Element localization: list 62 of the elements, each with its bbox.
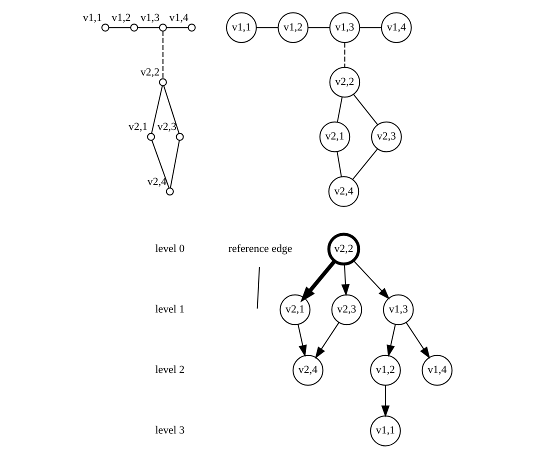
connector <box>151 85 163 134</box>
connector <box>256 266 260 310</box>
node-circle <box>176 132 184 141</box>
arrow <box>341 264 350 296</box>
node-circle <box>166 188 174 196</box>
node-text: reference edge <box>228 242 292 255</box>
arrow <box>353 260 390 300</box>
arrow <box>300 260 336 302</box>
label: level 2 <box>155 364 185 376</box>
node-circle: v2,4 <box>328 176 360 207</box>
node-circle: v1,3 <box>382 294 414 326</box>
node-circle: v2,4 <box>292 354 324 386</box>
label: level 1 <box>155 304 185 316</box>
node-circle <box>147 132 155 141</box>
node-label: v1,1 <box>82 12 102 24</box>
node-label: v1,4 <box>169 12 188 24</box>
node-circle: v2,1 <box>280 294 310 326</box>
connector <box>162 30 164 80</box>
node-label: v2,2 <box>140 66 160 79</box>
node-label: v2,3 <box>157 121 176 134</box>
arrow <box>314 322 340 359</box>
node-circle <box>101 24 110 32</box>
connector <box>308 27 330 28</box>
node-circle: v1,1 <box>226 12 257 43</box>
connector <box>256 27 279 28</box>
node-circle: v1,3 <box>329 12 360 43</box>
node-circle <box>158 78 167 86</box>
node-label: v2,4 <box>147 176 167 188</box>
node-circle: v2,1 <box>319 121 350 152</box>
arrow <box>381 385 390 418</box>
node-label: v1,3 <box>140 12 160 24</box>
node-label: v1,2 <box>112 12 131 24</box>
node-circle: v2,2 <box>327 232 360 266</box>
connector <box>163 85 180 134</box>
connector <box>336 96 343 122</box>
connector <box>336 151 342 178</box>
connector <box>170 140 180 188</box>
node-circle <box>188 24 196 32</box>
node-circle: v2,3 <box>371 121 402 152</box>
label: level 0 <box>155 242 185 255</box>
connector <box>137 27 160 28</box>
node-circle: v1,2 <box>278 12 308 43</box>
arrow <box>298 324 307 357</box>
label: level 3 <box>155 424 185 437</box>
arrow <box>386 324 396 357</box>
node-circle: v1,1 <box>370 416 401 446</box>
arrow <box>406 322 430 359</box>
connector <box>344 42 346 68</box>
node-circle: v1,4 <box>422 354 453 386</box>
node-circle: v1,4 <box>381 12 412 43</box>
node-circle: v2,3 <box>331 294 362 326</box>
connector <box>151 140 170 188</box>
connector <box>352 148 378 180</box>
node-circle <box>158 24 167 32</box>
node-circle <box>130 24 138 32</box>
connector <box>108 27 132 28</box>
connector <box>353 94 378 126</box>
connector <box>359 27 382 28</box>
node-circle: v2,2 <box>329 66 360 98</box>
node-circle: v1,2 <box>370 354 401 386</box>
connector <box>166 27 189 28</box>
node-label: v2,1 <box>128 121 148 134</box>
